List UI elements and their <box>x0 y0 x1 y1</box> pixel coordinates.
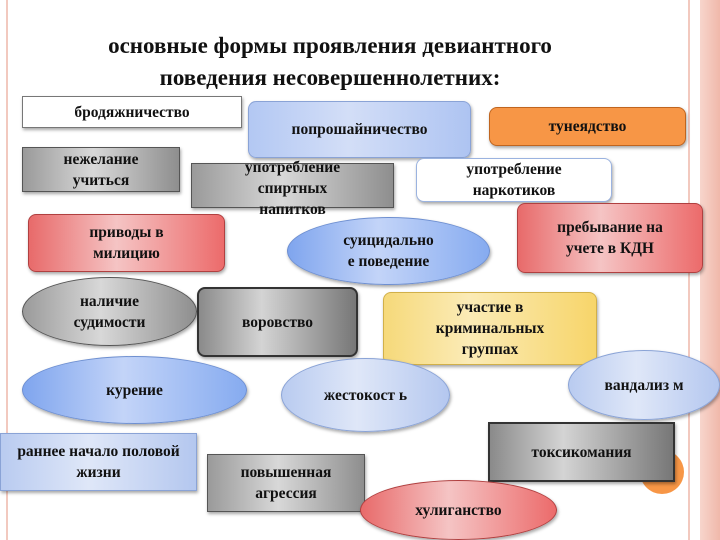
shape-suicidal: суицидально е поведение <box>287 217 490 285</box>
shape-label: участие в криминальных группах <box>435 299 545 358</box>
shape-idleness: тунеядство <box>489 107 686 146</box>
shape-aggression: повышенная агрессия <box>207 454 365 512</box>
shape-label: воровство <box>241 313 314 331</box>
shape-label: раннее начало половой жизни <box>17 443 180 481</box>
shape-label: попрошайничество <box>291 121 428 138</box>
shape-label: приводы в милицию <box>89 224 164 262</box>
slide-title: основные формы проявления девиантного по… <box>40 30 620 94</box>
title-line-2: поведения несовершеннолетних: <box>159 65 501 90</box>
shape-label: пребывание на учете в КДН <box>557 219 663 257</box>
shape-label: вандализ м <box>604 376 684 394</box>
shape-label: повышенная агрессия <box>240 464 332 502</box>
shape-criminal-record: наличие судимости <box>22 277 197 346</box>
shape-label: курение <box>106 381 163 399</box>
shape-criminal-groups: участие в криминальных группах <box>383 292 597 365</box>
shape-police: приводы в милицию <box>28 214 225 272</box>
shape-label: хулиганство <box>415 501 502 519</box>
shape-cruelty: жестокост ь <box>281 358 450 432</box>
shape-smoking: курение <box>22 356 247 424</box>
shape-alcohol: употребление спиртных напитков <box>191 159 394 218</box>
shape-theft: воровство <box>197 287 358 357</box>
shape-early-sexual-life: раннее начало половой жизни <box>0 433 197 491</box>
shape-kdn-registration: пребывание на учете в КДН <box>517 203 703 273</box>
shape-vandalism: вандализ м <box>568 350 720 420</box>
shape-label: нежелание учиться <box>63 150 139 189</box>
shape-begging: попрошайничество <box>248 101 471 158</box>
shape-label: употребление спиртных напитков <box>244 159 341 218</box>
slide-edge-stripe <box>700 0 720 540</box>
shape-label: наличие судимости <box>73 292 146 331</box>
shape-drugs: употребление наркотиков <box>416 158 612 202</box>
shape-label: токсикомания <box>531 443 632 461</box>
shape-label: бродяжничество <box>74 103 190 121</box>
shape-hooliganism: хулиганство <box>360 480 557 540</box>
shape-substance-abuse: токсикомания <box>488 422 675 482</box>
shape-vagrancy: бродяжничество <box>22 96 242 128</box>
title-line-1: основные формы проявления девиантного <box>108 33 552 58</box>
shape-label: жестокост ь <box>323 386 408 404</box>
shape-label: употребление наркотиков <box>466 161 562 199</box>
shape-unwilling-to-study: нежелание учиться <box>22 147 180 192</box>
shape-label: тунеядство <box>548 118 627 135</box>
shape-label: суицидально е поведение <box>343 232 434 270</box>
